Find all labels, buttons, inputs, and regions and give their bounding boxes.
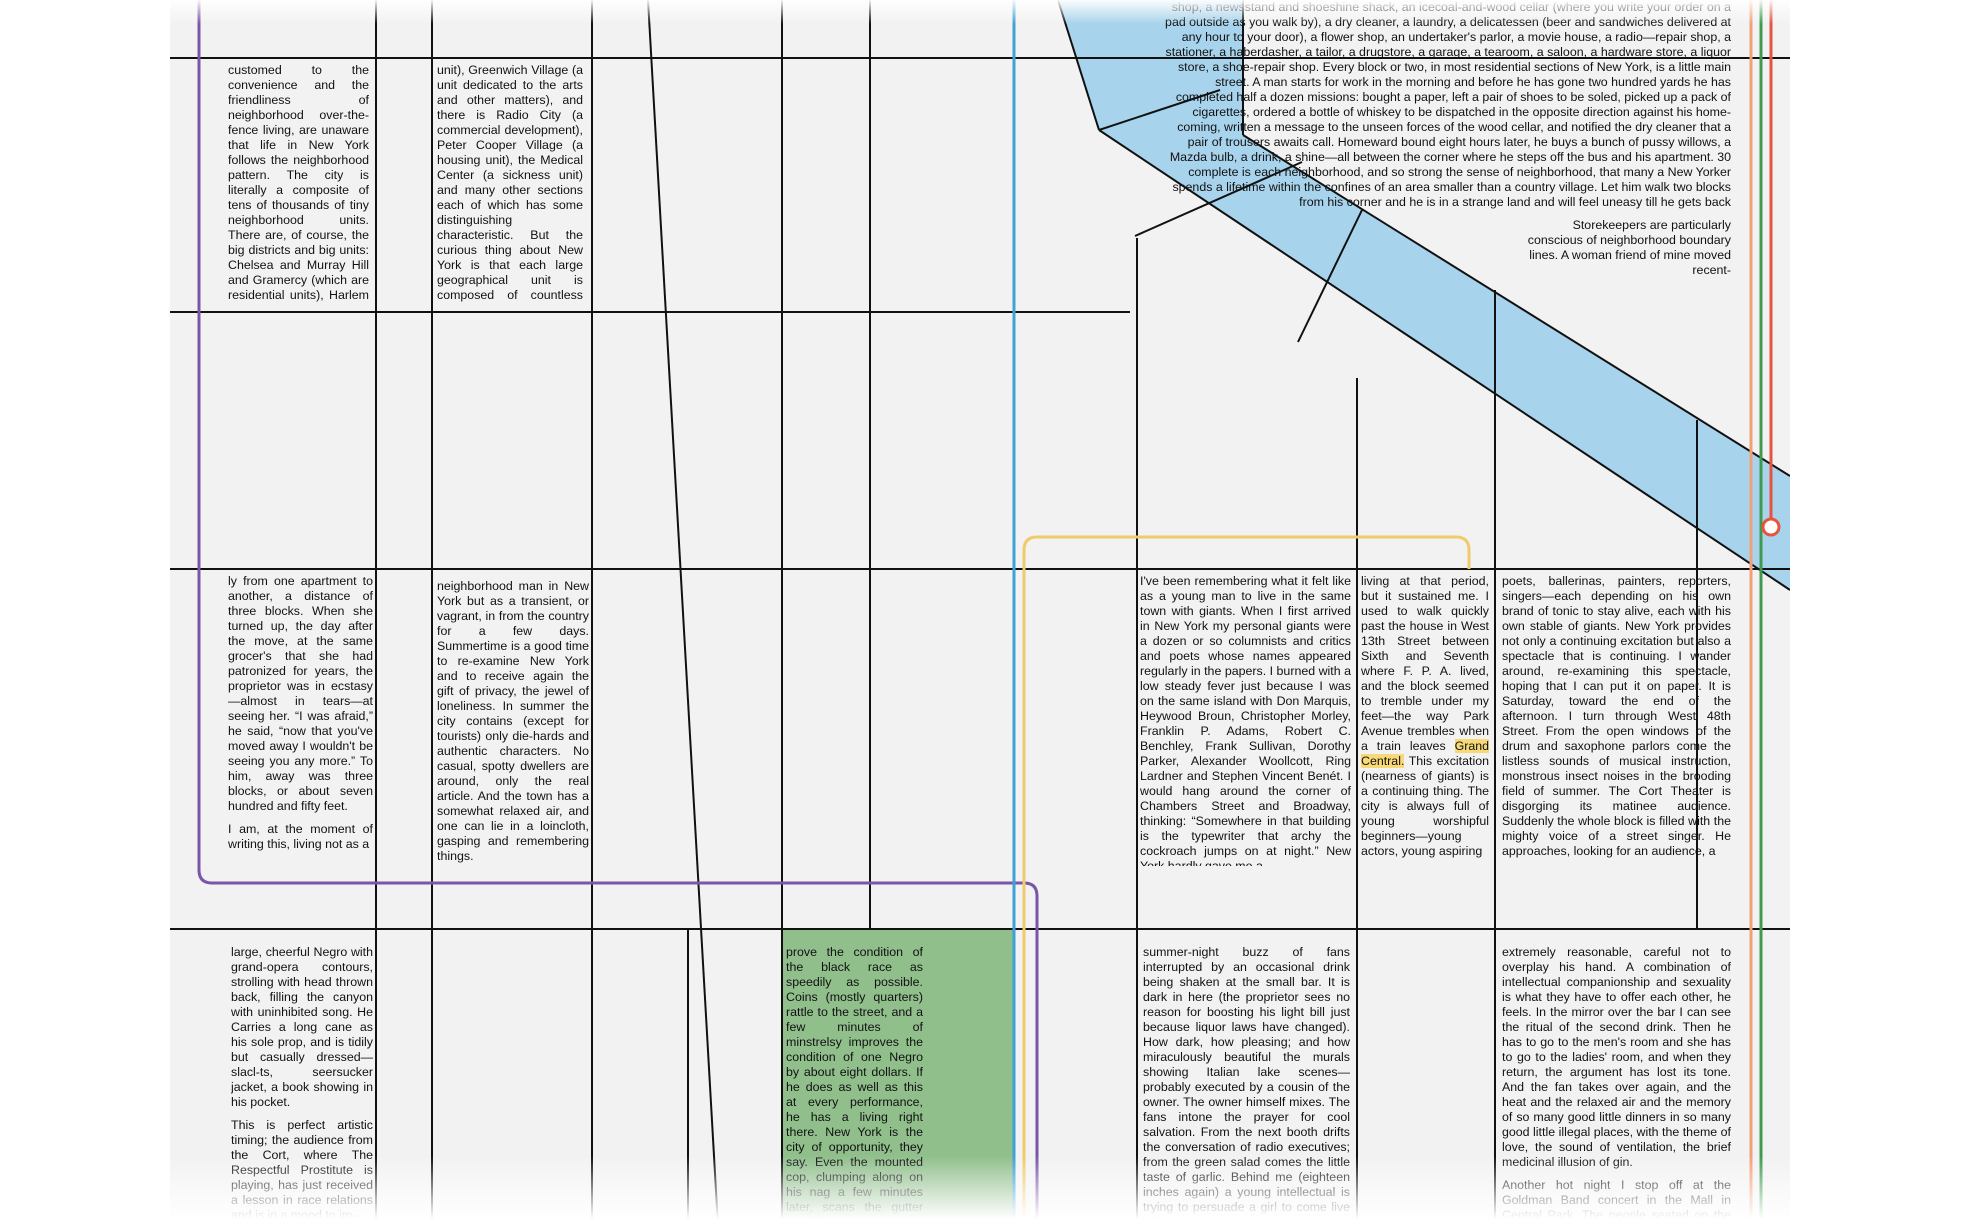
c6-text-a: living at that period, but it sustained … (1361, 574, 1489, 753)
paragraph-street-singer: large, cheerful Negro with grand-opera c… (231, 945, 373, 1109)
paragraph-artistic-timing: This is perfect artistic timing; the aud… (231, 1118, 373, 1222)
red-route-terminal (1761, 517, 1781, 537)
text-column-6-mid: living at that period, but it sustained … (1361, 574, 1489, 866)
text-column-1-mid: ly from one apartment to another, a dist… (228, 574, 373, 864)
paragraph-storekeepers: Storekeepers are particularly conscious … (1527, 218, 1731, 277)
left-margin (0, 0, 170, 1226)
river-bank-east (1242, 134, 1791, 477)
text-column-1-top: customed to the convenience and the frie… (228, 63, 369, 302)
right-margin (1790, 0, 1961, 1226)
text-right-top: shop, a newsstand and shoeshine shack, a… (1160, 0, 1731, 382)
text-column-2-top: unit), Greenwich Village (a unit dedicat… (437, 63, 583, 302)
river (1058, 0, 1790, 590)
text-column-5-mid: I've been remembering what it felt like … (1140, 574, 1351, 866)
paragraph-mirror: extremely reasonable, careful not to ove… (1502, 945, 1731, 1169)
paragraph-band-concert: Another hot night I stop off at the Gold… (1502, 1178, 1731, 1226)
river-bridge-1 (1098, 89, 1221, 131)
text-column-5-bottom: summer-night buzz of fans interrupted by… (1143, 945, 1350, 1226)
text-column-2-mid: neighborhood man in New York but as a tr… (437, 579, 589, 863)
text-column-1-bottom: large, cheerful Negro with grand-opera c… (231, 945, 373, 1226)
diagonal-avenue (647, 0, 719, 1226)
yellow-route (1022, 535, 1471, 1226)
text-green-block: prove the condition of the black race as… (786, 945, 923, 1226)
paragraph-writing: I am, at the moment of writing this, liv… (228, 822, 373, 851)
text-column-7-mid: poets, ballerinas, painters, reporters, … (1502, 574, 1731, 858)
river-bridge-2 (1134, 161, 1303, 237)
c6-text-b: This excitation (nearness of giants) is … (1361, 754, 1489, 858)
river-bridge-3 (1297, 209, 1363, 343)
paragraph-grocer: ly from one apartment to another, a dist… (228, 574, 373, 813)
paragraph-neighborhood-shops: shop, a newsstand and shoeshine shack, a… (1165, 0, 1731, 209)
text-column-7-bottom: extremely reasonable, careful not to ove… (1502, 945, 1731, 1226)
river-bank-west (1098, 129, 1791, 591)
purple-route (197, 0, 1039, 1226)
